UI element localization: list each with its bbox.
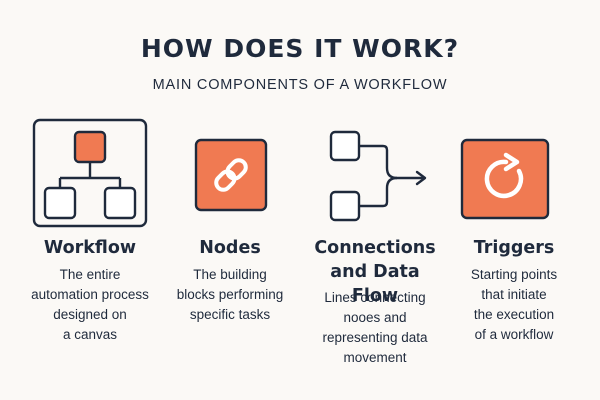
description-line: nooes and	[343, 310, 407, 325]
description-line: designed on	[53, 307, 127, 322]
description-line: specific tasks	[189, 307, 271, 322]
heading-line: Connections	[314, 238, 436, 258]
page-subtitle: MAIN COMPONENTS OF A WORKFLOW	[152, 77, 448, 93]
page-title: HOW DOES IT WORK?	[140, 34, 460, 63]
description-line: the execution	[473, 307, 555, 322]
description-line: Starting points	[470, 267, 558, 282]
description-line: The building	[193, 267, 267, 282]
component-heading: Triggers	[448, 236, 580, 260]
link-icon	[165, 118, 295, 230]
component-description: Lines connecting nooes and representing …	[305, 288, 445, 368]
component-description: The entire automation process designed o…	[20, 265, 160, 345]
component-connections: Connections and Data Flow Lines connecti…	[305, 0, 445, 400]
description-line: representing data	[322, 330, 428, 345]
description-line: Lines connecting	[324, 290, 426, 305]
component-workflow: Workflow The entire automation process d…	[20, 0, 160, 400]
component-nodes: Nodes The building blocks performing spe…	[165, 0, 295, 400]
component-heading: Connections and Data Flow	[305, 236, 445, 308]
component-description: Starting points that initiate the execut…	[448, 265, 580, 345]
description-line: that initiate	[481, 287, 547, 302]
refresh-icon	[448, 118, 580, 230]
component-description: The building blocks performing specific …	[165, 265, 295, 325]
description-line: automation process	[31, 287, 149, 302]
component-heading: Workflow	[20, 236, 160, 260]
description-line: a canvas	[62, 327, 118, 342]
description-line: blocks performing	[176, 287, 284, 302]
heading-line: Nodes	[199, 238, 261, 258]
heading-line: and Data Flow	[330, 262, 420, 306]
description-line: of a workflow	[474, 327, 554, 342]
component-triggers: Triggers Starting points that initiate t…	[448, 0, 580, 400]
heading-line: Workflow	[43, 238, 137, 258]
heading-line: Triggers	[473, 238, 555, 258]
description-line: The entire	[59, 267, 121, 282]
component-heading: Nodes	[165, 236, 295, 260]
description-line: movement	[343, 350, 407, 365]
connections-icon	[305, 118, 445, 230]
workflow-tree-icon	[20, 118, 160, 230]
